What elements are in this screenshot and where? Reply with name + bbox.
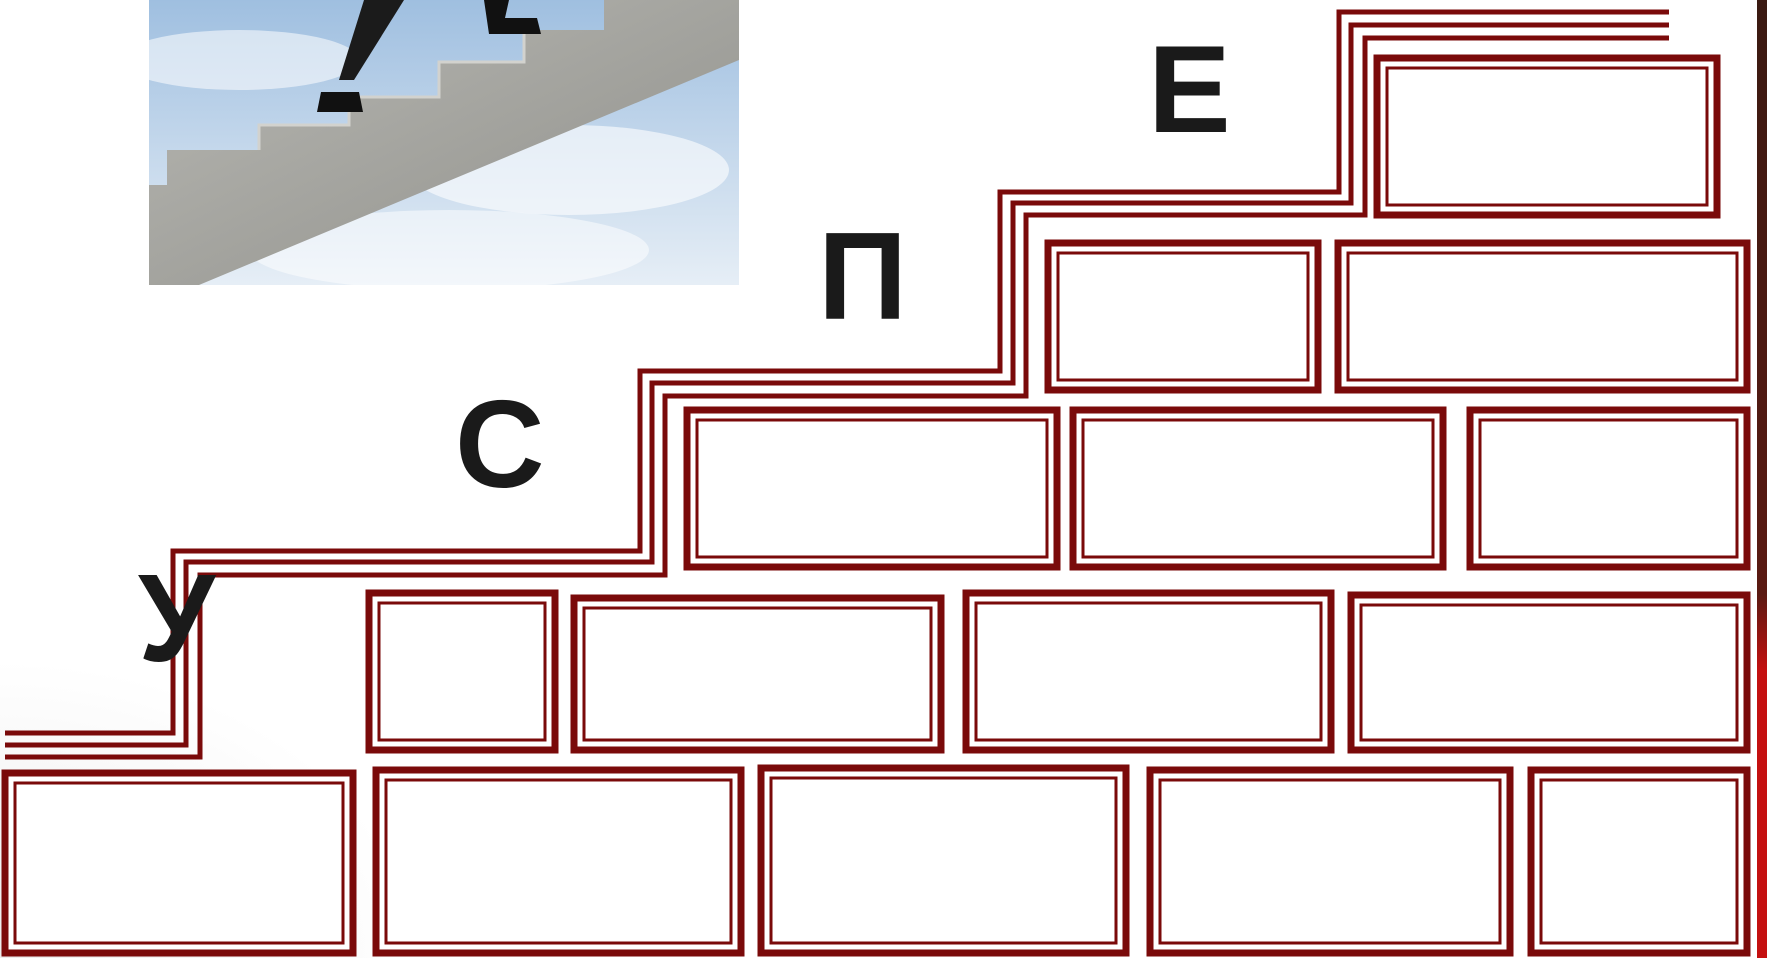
brick xyxy=(1470,410,1747,567)
brick xyxy=(966,593,1331,750)
brick xyxy=(1048,243,1318,390)
brick xyxy=(1351,595,1747,750)
brick xyxy=(376,770,741,953)
letter-p: П xyxy=(818,215,907,339)
brick xyxy=(1531,770,1747,953)
brick xyxy=(369,593,555,750)
brick xyxy=(1150,770,1510,953)
letter-s: С xyxy=(455,383,545,507)
brick xyxy=(761,768,1126,953)
letter-u: У xyxy=(138,557,215,681)
brick xyxy=(687,410,1057,567)
slide-edge-accent xyxy=(1757,0,1767,958)
brick xyxy=(574,598,941,750)
brick xyxy=(5,773,353,953)
brick xyxy=(1338,243,1747,390)
brick xyxy=(1073,410,1443,567)
letter-e: Е xyxy=(1148,28,1231,152)
brick xyxy=(1377,58,1717,215)
